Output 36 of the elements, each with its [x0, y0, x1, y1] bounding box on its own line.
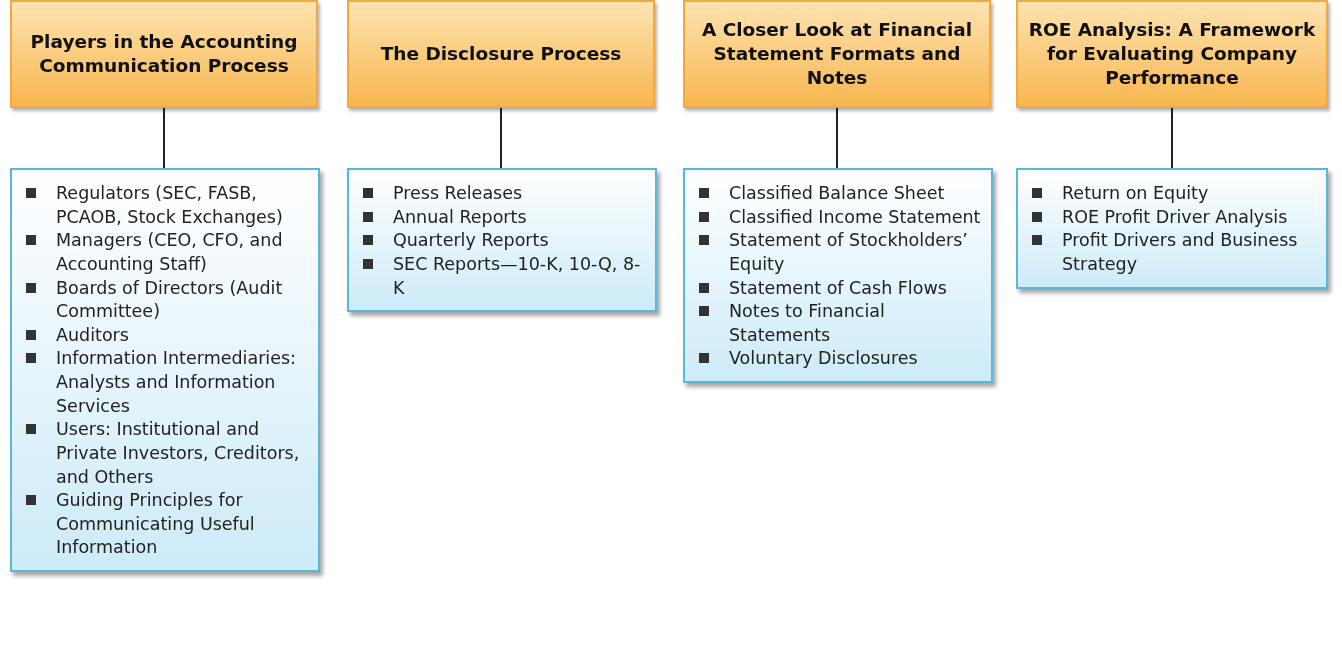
list-item-text: ROE Profit Driver Analysis: [1062, 205, 1288, 229]
list-item-text: Auditors: [56, 323, 129, 347]
list-item-text: Managers (CEO, CFO, and Accounting Staff): [56, 229, 284, 276]
topic-list-box: [683, 168, 993, 383]
list-item-text: Statement of Cash Flows: [729, 276, 947, 300]
list-item-text: Guiding Principles for Communicating Useful Information: [56, 489, 256, 560]
list-item-text: Annual Reports: [393, 205, 527, 229]
topic-list-box: [1016, 168, 1328, 289]
connector-line: [500, 107, 502, 169]
connector-line: [163, 107, 165, 169]
connector-line: [836, 107, 838, 169]
header-title: The Disclosure Process: [380, 41, 622, 66]
list-item-text: Press Releases: [393, 182, 523, 205]
topic-list-box: [347, 168, 657, 313]
list-item-text: Voluntary Disclosures: [729, 347, 918, 371]
list-item-text: Classified Balance Sheet: [729, 182, 945, 205]
topic-header-box: [1016, 0, 1328, 108]
topic-header-box: [10, 0, 318, 108]
list-item-text: Notes to Financial Statements: [729, 300, 886, 347]
list-item-text: Quarterly Reports: [393, 229, 549, 253]
list-item-text: Regulators (SEC, FASB, PCAOB, Stock Exchanges): [56, 182, 284, 229]
topic-list-box: [10, 168, 320, 572]
list-item-text: Classified Income Statement: [729, 205, 981, 229]
list-item-text: Boards of Directors (Audit Committee): [56, 276, 284, 324]
connector-line: [1171, 107, 1173, 169]
topic-header-box: [683, 0, 991, 108]
list-item-text: Users: Institutional and Private Investors, Creditors, and Others: [56, 418, 301, 489]
list-item-text: SEC Reports—10-K, 10-Q, 8-K: [393, 252, 642, 300]
list-item-text: Statement of Stockholders’ Equity: [729, 229, 969, 276]
list-item-text: Information Intermediaries: Analysts and Information Services: [56, 347, 297, 418]
header-title: ROE Analysis: A Framework for Evaluating Company Performance: [1027, 17, 1317, 90]
header-title: A Closer Look at Financial Statement Formats and Notes: [700, 17, 974, 90]
topic-header-box: [347, 0, 655, 108]
list-item-text: Profit Drivers and Business Strategy: [1062, 229, 1299, 276]
list-item-text: Return on Equity: [1062, 182, 1209, 205]
header-title: Players in the Accounting Communication Process: [29, 29, 299, 78]
